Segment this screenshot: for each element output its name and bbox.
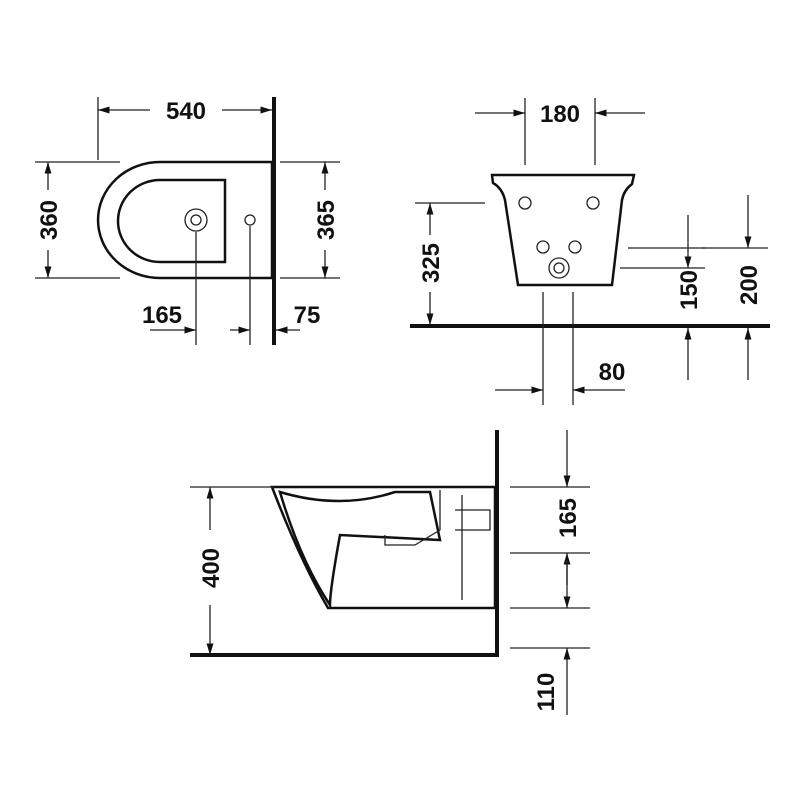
bowl-outline [116, 178, 227, 264]
dim-front-width: 180 [540, 101, 580, 128]
front-view: 180 325 150 200 80 [410, 98, 770, 405]
top-view: 540 360 365 165 75 [35, 97, 340, 345]
dim-front-height: 325 [418, 243, 445, 283]
dim-inlet-b: 200 [736, 265, 763, 305]
fixing-hole [244, 214, 256, 226]
dim-top-depth-left: 360 [36, 200, 63, 240]
bidet-front-outline [490, 173, 636, 287]
dim-inlet-a: 150 [676, 270, 703, 310]
dim-wall-offset: 75 [294, 302, 321, 329]
dim-top-width: 540 [166, 98, 206, 125]
dim-inlet-height: 165 [555, 498, 582, 538]
dim-top-depth-right: 365 [313, 200, 340, 240]
dim-outlet-spacing: 80 [599, 359, 626, 386]
side-view: 400 165 110 [190, 430, 590, 715]
dim-rim-height: 400 [198, 548, 225, 588]
dim-tap-offset: 165 [142, 302, 182, 329]
tap-hole-inner [190, 214, 202, 226]
dim-floor-gap: 110 [533, 673, 560, 712]
tap-hole [184, 208, 208, 232]
